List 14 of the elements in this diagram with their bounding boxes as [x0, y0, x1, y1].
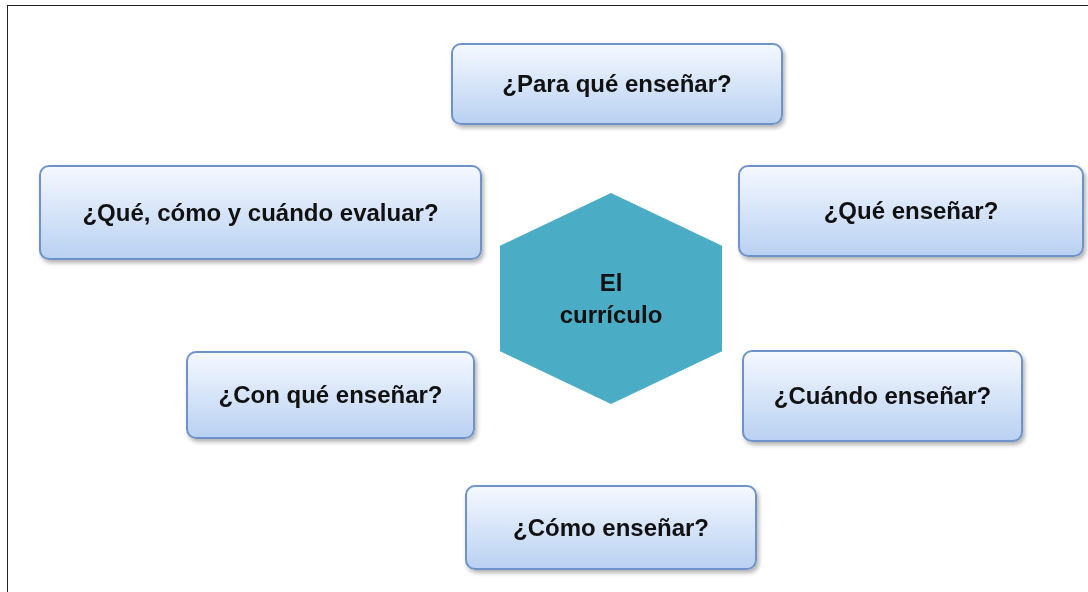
- node-text: ¿Qué enseñar?: [823, 197, 999, 225]
- question-box: [451, 43, 783, 125]
- node-text: ¿Cómo enseñar?: [513, 513, 709, 542]
- hexagon-node: [500, 193, 722, 404]
- node-text: ¿Cuándo enseñar?: [773, 382, 992, 410]
- node-text: ¿Con qué enseñar?: [218, 381, 443, 409]
- question-box: [465, 485, 757, 570]
- question-box: [39, 165, 482, 260]
- node-text: ¿Qué, cómo y cuándo evaluar?: [82, 198, 439, 227]
- node-text: ¿Para qué enseñar?: [502, 70, 732, 98]
- question-box: [738, 165, 1084, 257]
- question-box: [186, 351, 475, 439]
- node-text: El currículo: [558, 267, 664, 330]
- question-box: [742, 350, 1023, 442]
